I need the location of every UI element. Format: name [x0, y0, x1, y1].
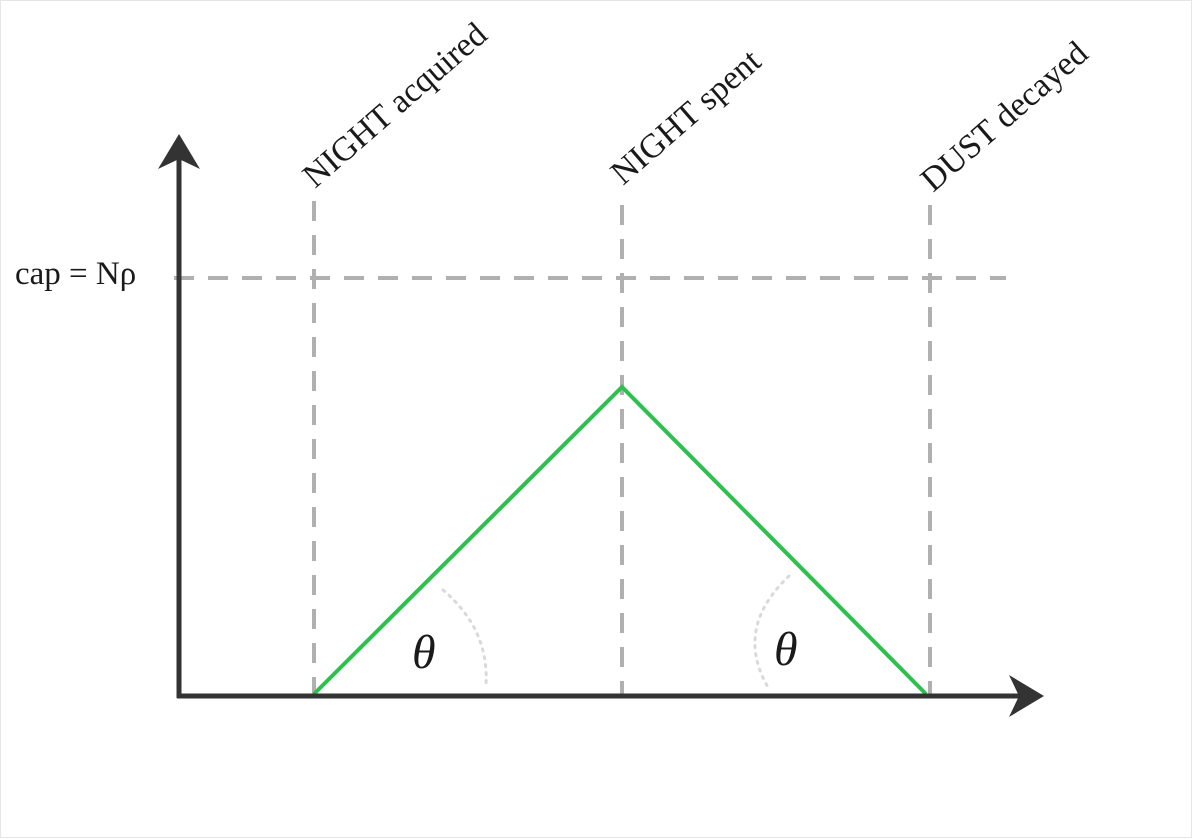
- angle-label-left: θ: [412, 626, 436, 679]
- event-label-night-spent: NIGHT spent: [604, 42, 769, 192]
- angle-label-right: θ: [774, 623, 798, 676]
- event-label-night-acquired: NIGHT acquired: [296, 16, 494, 195]
- x-axis-arrowhead: [1009, 675, 1044, 717]
- y-axis-arrowhead: [158, 134, 200, 169]
- angle-arc-right: [753, 574, 791, 691]
- event-label-dust-decayed: DUST decayed: [914, 35, 1095, 199]
- cap-label: cap = Nρ: [15, 256, 136, 292]
- accrual-decay-line: [312, 384, 928, 696]
- angle-arc-left: [441, 588, 488, 686]
